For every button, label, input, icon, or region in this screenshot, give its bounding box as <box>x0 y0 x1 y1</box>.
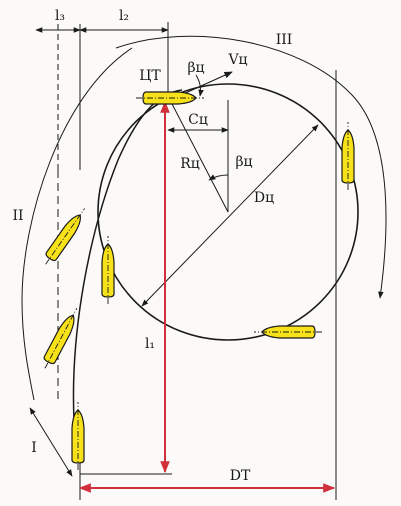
label-l2: l₂ <box>119 8 129 24</box>
turning-circle <box>97 83 359 341</box>
label-I: I <box>31 440 37 456</box>
label-d-circle: Dц <box>254 190 274 206</box>
beta-center-arc <box>208 174 229 181</box>
diameter-line <box>141 124 319 307</box>
label-d-tactical: DТ <box>230 468 251 484</box>
ship-position-right <box>341 121 355 191</box>
ship-position-4 <box>101 235 115 305</box>
label-l3: l₃ <box>55 8 65 24</box>
label-III: III <box>276 32 293 48</box>
ship-position-ct <box>135 91 205 105</box>
label-ct: ЦТ <box>139 68 161 84</box>
outer-track-left-curve <box>21 47 133 401</box>
beta-top-arc <box>195 74 204 97</box>
label-c: Cц <box>188 112 208 128</box>
ship-position-bottom <box>253 325 323 339</box>
outer-track-curve <box>115 35 387 299</box>
label-r: Rц <box>180 156 200 172</box>
label-velocity: Vц <box>227 52 247 68</box>
ship-position-3 <box>40 204 91 269</box>
label-beta-center: βц <box>235 154 252 170</box>
label-l1: l₁ <box>145 336 155 352</box>
label-II: II <box>12 208 23 224</box>
label-beta-top: βц <box>187 60 204 76</box>
dim-I <box>29 407 73 477</box>
